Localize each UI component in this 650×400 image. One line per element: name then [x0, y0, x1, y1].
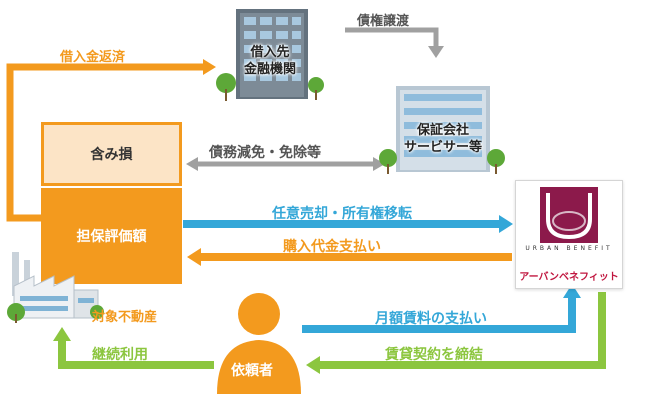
repay-label: 借入金返済	[60, 50, 126, 65]
unrealized-loss-box: 含み損	[41, 122, 182, 186]
lender-label: 借入先 金融機関	[243, 45, 296, 77]
sale-label: 任意売却・所有権移転	[272, 206, 412, 222]
repay-arrow	[6, 59, 216, 222]
continued-use-label: 継続利用	[92, 347, 148, 363]
collateral-value-box: 担保評価額	[41, 188, 182, 284]
property-label: 対象不動産	[92, 310, 158, 325]
rent-arrow	[302, 284, 581, 333]
person-icon	[217, 293, 301, 394]
lease-label: 賃貸契約を締結	[385, 347, 483, 363]
guarantor-label: 保証会社 サービサー等	[403, 123, 482, 155]
company-logo-icon	[540, 187, 598, 243]
waiver-label: 債務減免・免除等	[209, 145, 321, 161]
purchase-arrow	[187, 248, 512, 266]
collateral-value-label: 担保評価額	[76, 229, 147, 245]
guarantor-building-icon	[379, 86, 505, 174]
factory-icon	[7, 252, 104, 323]
purchase-label: 購入代金支払い	[283, 239, 381, 255]
client-label: 依頼者	[231, 363, 273, 379]
lease-arrow	[306, 292, 606, 374]
company-logo-text: URBAN BENEFIT	[525, 245, 613, 252]
company-box: URBAN BENEFIT アーバンベネフィット	[515, 180, 623, 289]
bank-building-icon	[216, 9, 324, 101]
transfer-label: 債権譲渡	[357, 14, 410, 29]
sale-arrow	[183, 215, 513, 233]
transfer-arrow	[345, 27, 444, 58]
waiver-arrow	[186, 157, 385, 171]
rent-label: 月額賃料の支払い	[375, 311, 487, 327]
continued-use-arrow	[53, 327, 214, 369]
company-name: アーバンベネフィット	[519, 272, 619, 283]
unrealized-loss-label: 含み損	[90, 147, 133, 163]
